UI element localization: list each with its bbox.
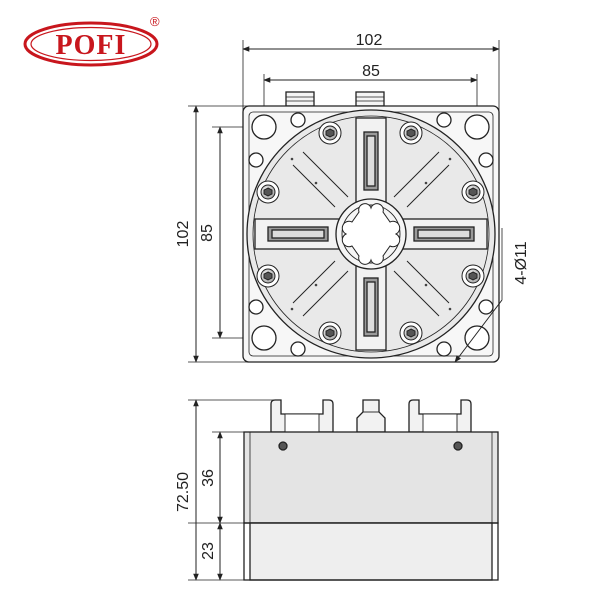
logo-oval-outer (23, 21, 159, 67)
side-view (188, 399, 499, 581)
dim-height-holes: 85 (199, 224, 216, 242)
diagonal-grooves (292, 151, 450, 317)
mounting-hole-tr (464, 114, 490, 140)
logo-text: POFI (56, 30, 127, 61)
dim-width-holes: 85 (362, 63, 380, 80)
dim-upper-height: 36 (200, 469, 217, 487)
logo-oval-inner (30, 26, 152, 62)
lower-base (249, 522, 493, 581)
dim-holes-callout: 4-Ø11 (513, 241, 530, 284)
side-screw-left (278, 441, 288, 451)
center-bore-profile (341, 203, 401, 265)
mounting-hole-br (464, 325, 490, 351)
cap-screws (256, 121, 485, 345)
mounting-hole-tl (251, 114, 277, 140)
top-view (188, 40, 503, 363)
air-fitting-left (285, 91, 315, 107)
air-fitting-right (355, 91, 385, 107)
dim-width-outer: 102 (356, 32, 383, 49)
hole-leader-line (454, 299, 503, 363)
side-screw-right (453, 441, 463, 451)
dim-base-height: 23 (200, 542, 217, 560)
logo-registered-mark: ® (150, 14, 160, 29)
dim-height-outer: 102 (175, 221, 192, 248)
dim-total-height: 72.50 (175, 472, 192, 512)
brand-logo: POFI ® (23, 14, 160, 67)
center-pin (356, 399, 386, 433)
mounting-hole-bl (251, 325, 277, 351)
